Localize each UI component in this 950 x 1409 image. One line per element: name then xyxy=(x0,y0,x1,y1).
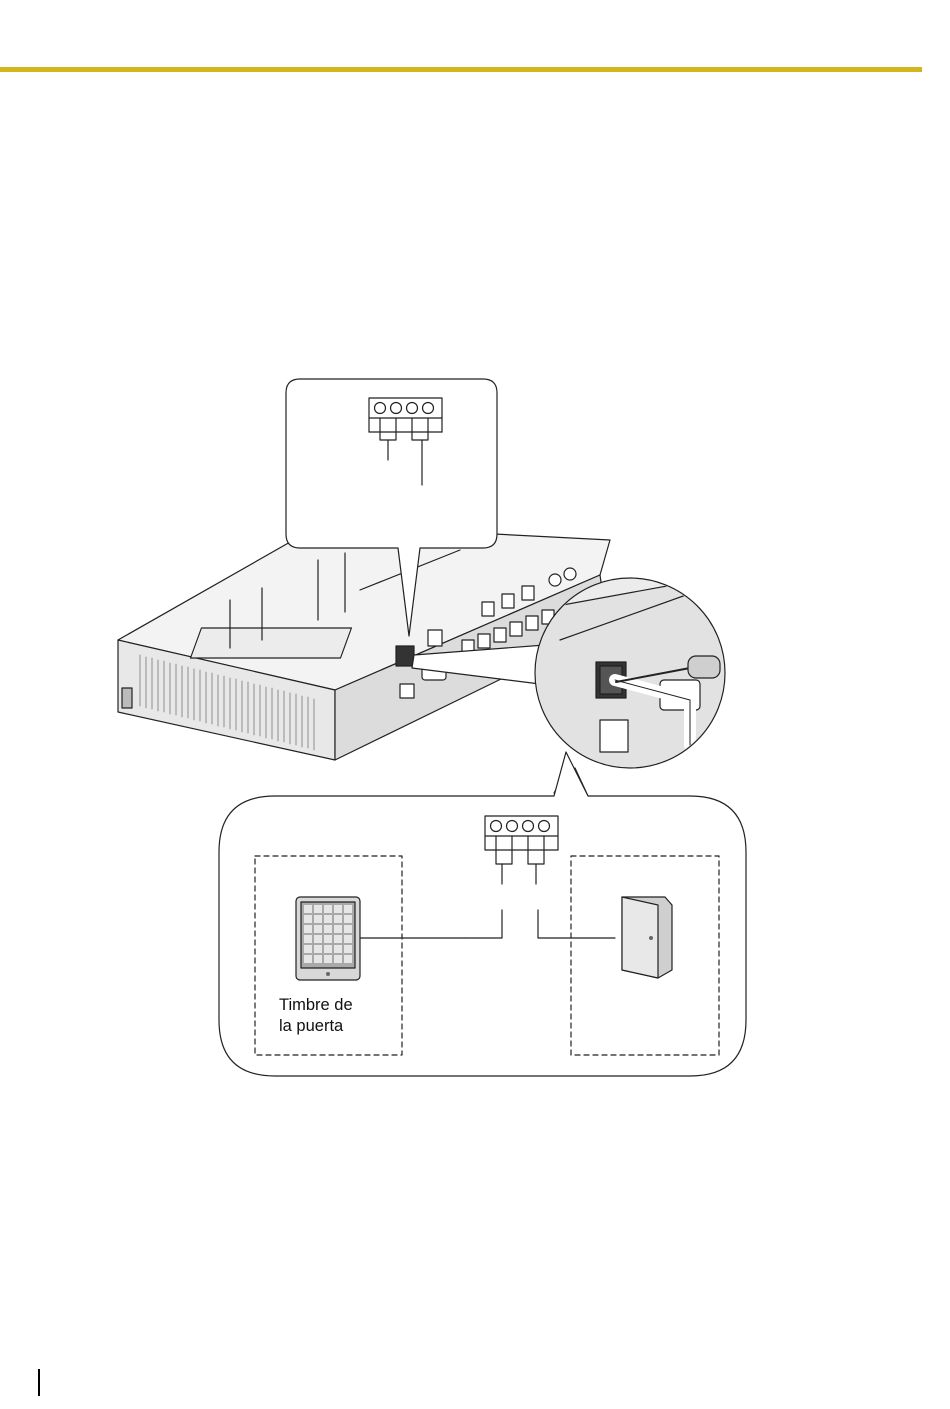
doorbell-label-line1: Timbre de xyxy=(279,995,353,1016)
doorbell-label-line2: la puerta xyxy=(279,1016,353,1037)
doorbell-label: Timbre de la puerta xyxy=(279,995,353,1037)
page-margin-mark xyxy=(38,1369,40,1396)
door-icon xyxy=(622,897,672,978)
doorbell-icon xyxy=(296,897,360,980)
pbx-unit-illustration xyxy=(118,525,610,760)
